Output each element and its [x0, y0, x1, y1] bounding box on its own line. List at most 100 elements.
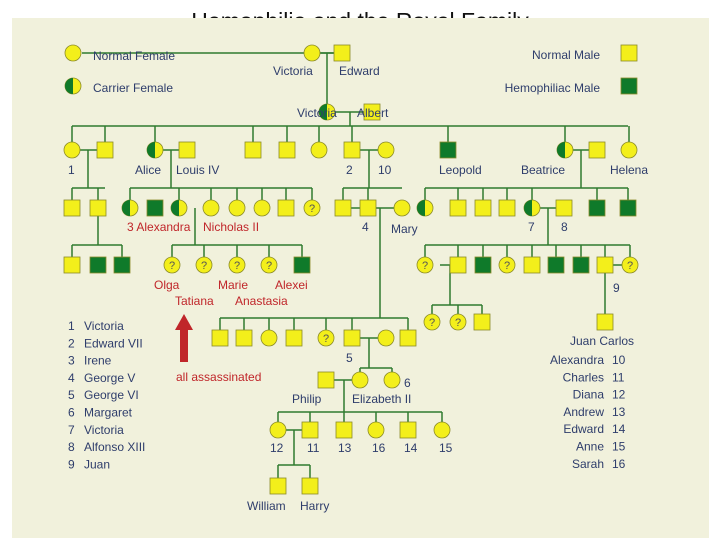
label-9: 9: [613, 281, 620, 295]
pedigree-symbol-f-73: [383, 371, 401, 389]
label-tatiana: Tatiana: [175, 294, 214, 308]
key-left-name: Juan: [84, 457, 110, 471]
pedigree-symbol-f-4: [303, 44, 321, 62]
pedigree-symbol-m-64: [235, 329, 253, 347]
key-right-name: Edward: [563, 422, 604, 436]
pedigree-symbol-m-63: [211, 329, 229, 347]
pedigree-symbol-f-0: [64, 44, 82, 62]
key-left-num: 8: [68, 440, 75, 454]
pedigree-symbol-m-12: [244, 141, 262, 159]
label-victoria2: Victoria: [297, 106, 337, 120]
pedigree-symbol-u-46: ?: [195, 256, 213, 274]
pedigree-symbol-f-26: [202, 199, 220, 217]
svg-text:?: ?: [504, 260, 510, 272]
label-victoria1: Victoria: [273, 64, 313, 78]
label-edward: Edward: [339, 64, 380, 78]
pedigree-symbol-h-56: [572, 256, 590, 274]
key-right-num: 14: [612, 422, 626, 436]
pedigree-symbol-f-69: [377, 329, 395, 347]
svg-text:?: ?: [627, 260, 633, 272]
key-right-name: Alexandra: [550, 353, 604, 367]
label-7: 7: [528, 220, 535, 234]
pedigree-symbol-m-22: [89, 199, 107, 217]
label-mary: Mary: [391, 222, 418, 236]
label-beatrice: Beatrice: [521, 163, 565, 177]
key-left-num: 9: [68, 457, 75, 471]
pedigree-symbol-h-52: [474, 256, 492, 274]
label-alexei: Alexei: [275, 278, 308, 292]
pedigree-symbol-u-47: ?: [228, 256, 246, 274]
key-right-num: 11: [612, 370, 625, 384]
pedigree-symbol-f-74: [269, 421, 287, 439]
label-anastasia: Anastasia: [235, 294, 288, 308]
pedigree-symbol-c-10: [146, 141, 164, 159]
key-left-name: George VI: [84, 388, 139, 402]
pedigree-symbol-f-27: [228, 199, 246, 217]
label-louis: Louis IV: [176, 163, 219, 177]
pedigree-symbol-m-35: [449, 199, 467, 217]
pedigree-symbol-m-51: [449, 256, 467, 274]
key-left-name: Victoria: [84, 319, 124, 333]
pedigree-symbol-h-17: [439, 141, 457, 159]
pedigree-symbol-f-8: [63, 141, 81, 159]
legend-hemophiliac-male: Hemophiliac Male: [505, 81, 601, 95]
pedigree-symbol-h-3: [620, 77, 638, 95]
svg-text:?: ?: [266, 260, 272, 272]
pedigree-symbol-m-61: [473, 313, 491, 331]
legend-normal-male: Normal Male: [532, 48, 600, 62]
pedigree-symbol-u-30: ?: [303, 199, 321, 217]
key-right-name: Andrew: [563, 405, 604, 419]
pedigree-symbol-f-33: [393, 199, 411, 217]
key-left-name: Edward VII: [84, 336, 143, 350]
label-leopold: Leopold: [439, 163, 482, 177]
key-left-num: 7: [68, 423, 75, 437]
key-left-name: Irene: [84, 354, 112, 368]
label-olga: Olga: [154, 278, 180, 292]
pedigree-symbol-m-29: [277, 199, 295, 217]
pedigree-symbol-m-80: [269, 477, 287, 495]
key-right-name: Sarah: [572, 457, 604, 471]
pedigree-symbol-f-72: [351, 371, 369, 389]
pedigree-symbol-m-37: [498, 199, 516, 217]
pedigree-symbol-m-81: [301, 477, 319, 495]
label-philip: Philip: [292, 392, 322, 406]
key-right-num: 12: [612, 388, 626, 402]
key-right-num: 10: [612, 353, 626, 367]
pedigree-symbol-m-62: [596, 313, 614, 331]
key-right-num: 15: [612, 440, 626, 454]
pedigree-symbol-u-59: ?: [423, 313, 441, 331]
svg-text:?: ?: [234, 260, 240, 272]
pedigree-symbol-m-75: [301, 421, 319, 439]
pedigree-symbol-c-6: [318, 103, 336, 121]
pedigree-symbol-m-36: [474, 199, 492, 217]
svg-text:?: ?: [169, 260, 175, 272]
pedigree-symbol-h-55: [547, 256, 565, 274]
key-right-num: 13: [612, 405, 626, 419]
svg-text:?: ?: [455, 317, 461, 329]
pedigree-symbol-m-66: [285, 329, 303, 347]
label-10-top: 10: [378, 163, 392, 177]
key-left-num: 4: [68, 371, 75, 385]
label-all-assassinated: all assassinated: [176, 370, 261, 384]
label-nicholas: Nicholas II: [203, 220, 259, 234]
pedigree-symbol-f-79: [433, 421, 451, 439]
pedigree-symbol-m-21: [63, 199, 81, 217]
pedigree-symbol-u-60: ?: [449, 313, 467, 331]
pedigree-symbol-m-31: [334, 199, 352, 217]
label-juan-carlos: Juan Carlos: [570, 334, 634, 348]
pedigree-symbol-h-44: [113, 256, 131, 274]
pedigree-symbol-m-42: [63, 256, 81, 274]
key-left-num: 1: [68, 319, 75, 333]
pedigree-symbol-m-13: [278, 141, 296, 159]
svg-text:?: ?: [422, 260, 428, 272]
pedigree-symbol-m-70: [399, 329, 417, 347]
label-12: 12: [270, 441, 284, 455]
label-2: 2: [346, 163, 353, 177]
pedigree-symbol-u-67: ?: [317, 329, 335, 347]
pedigree-symbol-u-50: ?: [416, 256, 434, 274]
pedigree-symbol-f-28: [253, 199, 271, 217]
key-left-name: Alfonso XIII: [84, 440, 145, 454]
